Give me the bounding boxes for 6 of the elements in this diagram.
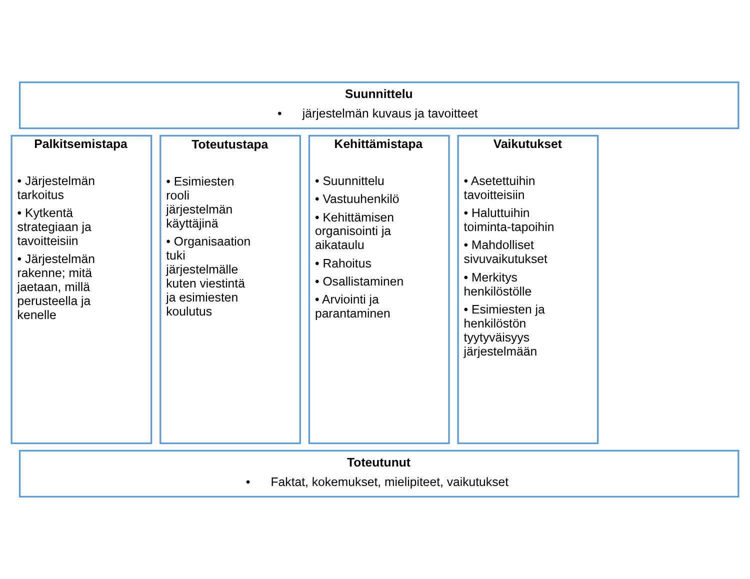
node-box: Kehittämistapa • Suunnittelu • Vastuuhenkilö • Kehittämisen organisointi ja aikataulu • Rahoitus • Osallistaminen • Arviointi ja parantaminen — [308, 134, 450, 444]
node-box: Vaikutukset • Asetettuihin tavoitteisiin • Haluttuihin toiminta-tapoihin • Mahdolliset sivuvaikutukset • Merkitys henkilöstölle • Esimiesten ja henkilöstön tyytyväisyys järjestelmään — [457, 134, 599, 444]
node-box: Toteutunut • Faktat, kokemukset, mielipiteet, vaikutukset — [18, 450, 740, 498]
node-box: Suunnittelu • järjestelmän kuvaus ja tavoitteet — [18, 81, 740, 130]
node-box: Palkitsemistapa • Järjestelmän tarkoitus • Kytkentä strategiaan ja tavoitteisiin • Järjestelmän rakenne; mitä jaetaan, millä perusteella ja kenelle — [10, 134, 152, 444]
node-box: Toteutustapa • Esimiesten rooli järjestelmän käyttäjinä • Organisaation tuki järjestelmälle kuten viestintä ja esimiesten koulutus — [160, 134, 301, 444]
